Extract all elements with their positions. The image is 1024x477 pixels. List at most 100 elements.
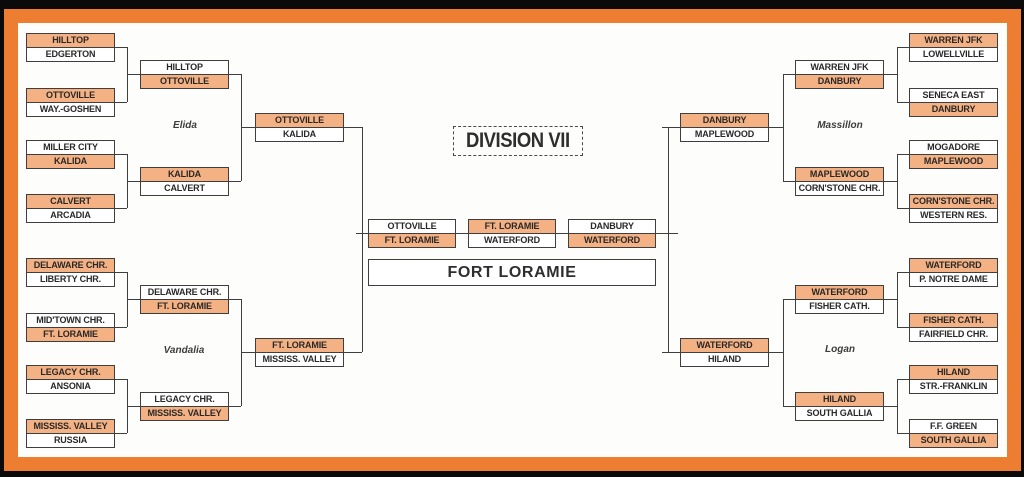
connector-line-v	[783, 299, 784, 406]
team-row: WATERFORD	[796, 286, 883, 299]
team-row: CORN'STONE CHR.	[796, 181, 883, 195]
match-l-r1-2: OTTOVILLE WAY.-GOSHEN	[26, 88, 115, 117]
champion-name: FORT LORAMIE	[447, 263, 577, 281]
connector-line-h	[897, 208, 909, 209]
match-r-r2-1: WARREN JFK DANBURY	[795, 60, 884, 89]
connector-line-h	[115, 272, 127, 273]
connector-line-h	[241, 352, 255, 353]
connector-line-h	[229, 181, 241, 182]
team-row: DANBURY	[681, 114, 768, 127]
connector-line-h	[115, 327, 127, 328]
team-row: WESTERN RES.	[910, 208, 997, 222]
team-row: DANBURY	[910, 102, 997, 116]
team-row: MISSISS. VALLEY	[27, 420, 114, 433]
team-row: FAIRFIELD CHR.	[910, 327, 997, 341]
team-row: SOUTH GALLIA	[796, 406, 883, 420]
team-row: FISHER CATH.	[796, 299, 883, 313]
match-final: FT. LORAMIE WATERFORD	[468, 219, 556, 248]
team-row: DELAWARE CHR.	[27, 259, 114, 272]
team-row: F.F. GREEN	[929, 421, 977, 431]
team-row: OTTOVILLE	[141, 74, 228, 88]
match-r-r2-3: WATERFORD FISHER CATH.	[795, 285, 884, 314]
team-row: KALIDA	[27, 154, 114, 168]
connector-line-h	[884, 406, 897, 407]
connector-line-h	[769, 352, 783, 353]
connector-line-h	[115, 208, 127, 209]
connector-line-h	[127, 406, 140, 407]
match-semifinal-left: OTTOVILLE FT. LORAMIE	[368, 219, 456, 248]
team-row: DELAWARE CHR.	[147, 287, 222, 297]
connector-line-h	[115, 379, 127, 380]
team-row: MAPLEWOOD	[796, 168, 883, 181]
team-row: FT. LORAMIE	[369, 233, 455, 247]
connector-line-h	[229, 74, 241, 75]
connector-line-h	[783, 299, 795, 300]
division-title: DIVISION VII	[466, 129, 570, 152]
team-row: OTTOVILLE	[27, 89, 114, 102]
team-row: FT. LORAMIE	[141, 299, 228, 313]
team-row: FT. LORAMIE	[27, 327, 114, 341]
team-row: WATERFORD	[681, 339, 768, 352]
match-r-r1-4: CORN'STONE CHR. WESTERN RES.	[909, 194, 998, 223]
connector-line-h	[662, 127, 680, 128]
team-row: SENECA EAST	[922, 90, 985, 100]
team-row: STR.-FRANKLIN	[910, 379, 997, 393]
match-l-r2-1: HILLTOP OTTOVILLE	[140, 60, 229, 89]
team-row: EDGERTON	[27, 47, 114, 61]
team-row: WAY.-GOSHEN	[27, 102, 114, 116]
match-r-r2-4: HILAND SOUTH GALLIA	[795, 392, 884, 421]
connector-line-v	[783, 74, 784, 181]
connector-line-h	[897, 102, 909, 103]
connector-line-h	[783, 181, 795, 182]
team-row: SOUTH GALLIA	[910, 433, 997, 447]
team-row: ANSONIA	[27, 379, 114, 393]
site-label-vandalia: Vandalia	[163, 345, 205, 356]
team-row: OTTOVILLE	[256, 114, 343, 127]
match-r-r1-7: HILAND STR.-FRANKLIN	[909, 365, 998, 394]
match-r-r3-2: WATERFORD HILAND	[680, 338, 769, 367]
team-row: MISSISS. VALLEY	[256, 352, 343, 366]
connector-line-h	[897, 379, 909, 380]
match-r-r3-1: DANBURY MAPLEWOOD	[680, 113, 769, 142]
team-row: LEGACY CHR.	[27, 366, 114, 379]
team-row: RUSSIA	[27, 433, 114, 447]
connector-line-h	[241, 127, 255, 128]
team-row: HILAND	[796, 393, 883, 406]
connector-line-h	[115, 102, 127, 103]
team-row: ARCADIA	[27, 208, 114, 222]
site-label-massillon: Massillon	[817, 120, 863, 131]
team-row: WATERFORD	[910, 259, 997, 272]
team-row: FISHER CATH.	[910, 314, 997, 327]
match-l-r1-3: MILLER CITY KALIDA	[26, 140, 115, 169]
connector-line-h	[897, 154, 909, 155]
team-row: WARREN JFK	[810, 62, 869, 72]
match-l-r2-3: DELAWARE CHR. FT. LORAMIE	[140, 285, 229, 314]
connector-line-h	[127, 299, 140, 300]
team-row: HILAND	[681, 352, 768, 366]
match-l-r2-2: KALIDA CALVERT	[140, 167, 229, 196]
connector-line-v	[897, 154, 898, 208]
team-row: HILLTOP	[27, 34, 114, 47]
connector-line-h	[229, 406, 241, 407]
team-row: MAPLEWOOD	[681, 127, 768, 141]
team-row: MOGADORE	[927, 142, 980, 152]
match-l-r2-4: LEGACY CHR. MISSISS. VALLEY	[140, 392, 229, 421]
connector-line-h	[127, 181, 140, 182]
connector-line-h	[344, 127, 362, 128]
team-row: FT. LORAMIE	[256, 339, 343, 352]
connector-line-h	[662, 352, 680, 353]
team-row: CORN'STONE CHR.	[910, 195, 997, 208]
team-row: MID'TOWN CHR.	[36, 315, 105, 325]
champion-box: FORT LORAMIE	[368, 259, 656, 286]
team-row: LEGACY CHR.	[154, 394, 215, 404]
team-row: P. NOTRE DAME	[910, 272, 997, 286]
team-row: CALVERT	[27, 195, 114, 208]
match-l-r3-1: OTTOVILLE KALIDA	[255, 113, 344, 142]
connector-line-h	[115, 154, 127, 155]
division-title-box: DIVISION VII	[453, 126, 583, 156]
match-l-r1-4: CALVERT ARCADIA	[26, 194, 115, 223]
connector-line-h	[884, 181, 897, 182]
connector-line-h	[229, 299, 241, 300]
match-l-r3-2: FT. LORAMIE MISSISS. VALLEY	[255, 338, 344, 367]
